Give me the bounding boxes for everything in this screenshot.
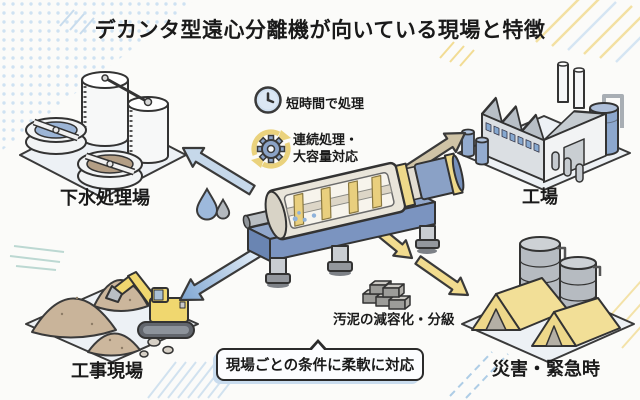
feature-short-time-label: 短時間で処理 (286, 97, 365, 112)
speed-lines-decor (9, 245, 65, 271)
sewage-plant-illustration (19, 71, 187, 199)
feature-sludge-label: 汚泥の減容化・分級 (333, 312, 455, 328)
dirt-pile-large (31, 297, 117, 339)
brick (382, 283, 405, 298)
clarifier-tank-brown (77, 150, 143, 190)
factory-left-face (481, 96, 545, 182)
site-label-sewage: 下水処理場 (60, 188, 150, 209)
corner-hatch-decor (535, 0, 640, 63)
page-title: デカンタ型遠心分離機が向いている現場と特徴 (94, 18, 546, 42)
small-tanks (461, 128, 489, 166)
disaster-illustration (461, 236, 635, 363)
site-label-disaster: 災害・緊急時 (492, 359, 600, 380)
bowl-assembly (242, 152, 465, 241)
gear-cycle-icon (251, 129, 291, 169)
title-hatch-right (439, 41, 475, 67)
tall-tank-1 (81, 71, 129, 147)
site-label-construction: 工事現場 (71, 361, 143, 382)
right-edge-hatch (609, 280, 640, 349)
front-pipes (551, 151, 584, 183)
clock-icon (254, 86, 282, 114)
callout-bubble: 現場ごとの条件に柔軟に対応 (216, 339, 424, 381)
construction-site-illustration (25, 271, 199, 363)
water-drops-icon (195, 186, 231, 221)
slurry-drops (292, 211, 317, 222)
callout-text: 現場ごとの条件に柔軟に対応 (225, 358, 415, 374)
arrow-to-construction (178, 246, 262, 302)
site-label-factory: 工場 (522, 187, 558, 208)
tall-tank-2 (127, 96, 169, 164)
title-hatch-left (59, 9, 95, 35)
dashed-lines-decor (449, 351, 509, 399)
sludge-bricks-icon (362, 280, 411, 310)
tent-2 (531, 297, 621, 347)
window-strip (485, 122, 540, 153)
machine-legs (265, 225, 440, 288)
bridge-rod (104, 76, 149, 104)
decanter-centrifuge-illustration (242, 152, 465, 288)
bucket (105, 285, 123, 303)
arrow-to-sewage (181, 146, 256, 196)
excavator (105, 271, 195, 339)
cab-window (153, 289, 164, 301)
arrow-to-disaster-2 (414, 255, 470, 297)
chimneys (557, 61, 585, 109)
clarifier-tank-blue (25, 117, 87, 155)
factory-illustration (457, 61, 631, 191)
rocks (139, 337, 174, 358)
dirt-pile-small (87, 332, 141, 357)
feature-continuous-label: 連続処理・ 大容量対応 (293, 133, 359, 166)
